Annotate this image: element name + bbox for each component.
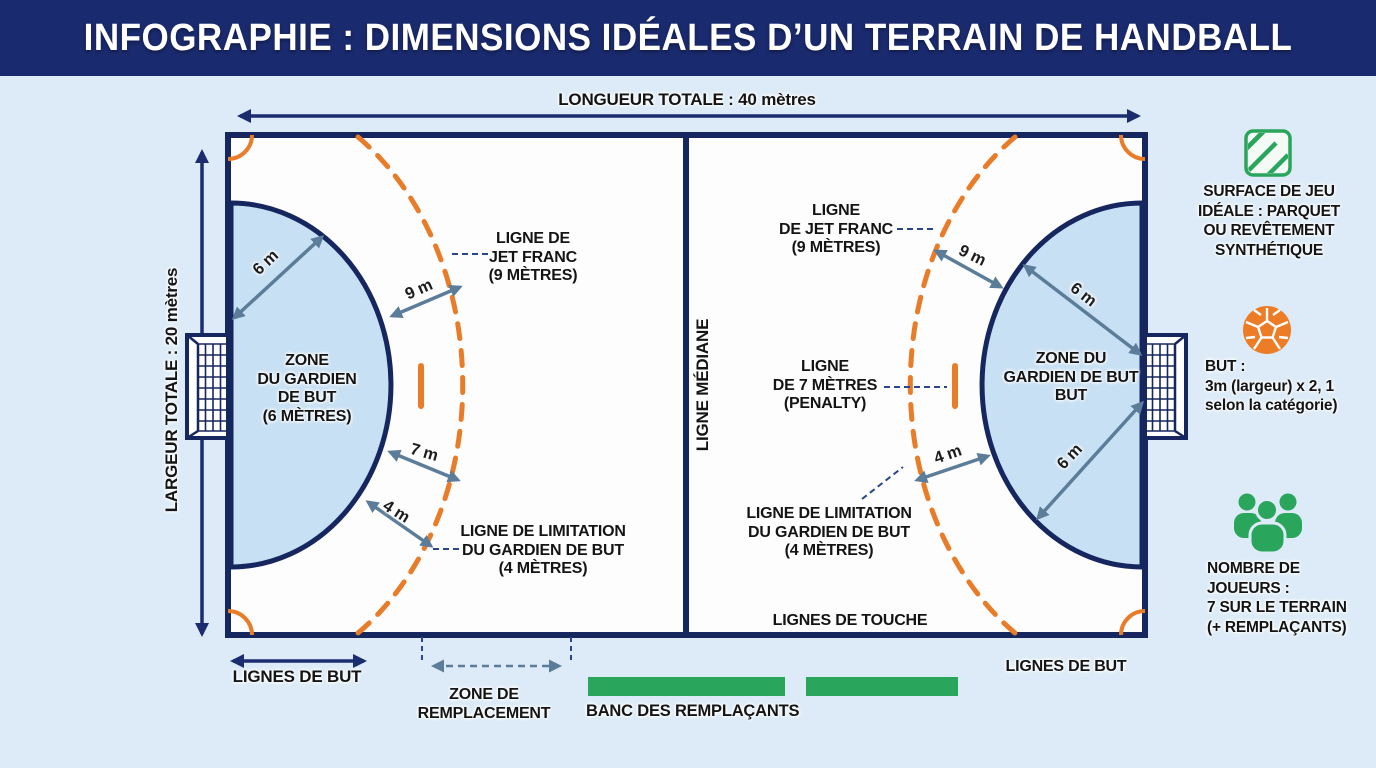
bench-bar-left <box>588 677 785 696</box>
free-throw-label-left: LIGNE DE JET FRANC (9 MÈTRES) <box>488 230 578 285</box>
label-leaders <box>433 228 947 550</box>
goal-lines-label-left: LIGNES DE BUT <box>232 667 362 686</box>
arrow-6m-left <box>231 234 325 321</box>
penalty-label: LIGNE DE 7 MÈTRES (PENALTY) <box>772 358 878 413</box>
arrow-4m-left <box>365 500 434 548</box>
arrow-7m-left <box>387 449 461 483</box>
ball-icon <box>1243 306 1291 354</box>
corner-arc-bottom-right <box>1119 609 1146 636</box>
goal-lines-label-right: LIGNES DE BUT <box>1005 658 1127 675</box>
bench-label: BANC DES REMPLAÇANTS <box>586 702 800 720</box>
measure-arrows <box>231 234 1145 548</box>
arrow-6m-right-top <box>1022 264 1143 356</box>
arrow-9m-left <box>389 284 463 319</box>
goal-left <box>185 333 230 440</box>
goal-zone-label-left: ZONE DU GARDIEN DE BUT (6 MÈTRES) <box>257 352 357 425</box>
arrow-6m-right-bottom <box>1035 400 1145 521</box>
legend-surface-label: SURFACE DE JEU IDÉALE : PARQUET OU REVÊT… <box>1197 183 1341 259</box>
keeper-limit-label-right: LIGNE DE LIMITATION DU GARDIEN DE BUT (4… <box>746 505 912 560</box>
width-label: LARGEUR TOTALE : 20 mètres <box>162 267 181 513</box>
length-label: LONGUEUR TOTALE : 40 mètres <box>558 90 816 109</box>
keeper-limit-label-left: LIGNE DE LIMITATION DU GARDIEN DE BUT (4… <box>460 523 626 578</box>
substitution-zone-label: ZONE DE REMPLACEMENT <box>417 686 551 722</box>
goal-right <box>1143 333 1188 440</box>
substitution-zone-bracket <box>421 637 572 673</box>
page-title: INFOGRAPHIE : DIMENSIONS IDÉALES D’UN TE… <box>83 16 1293 59</box>
free-throw-label-right: LIGNE DE JET FRANC (9 MÈTRES) <box>778 202 894 257</box>
surface-icon <box>1244 129 1292 177</box>
corner-arc-top-right <box>1119 134 1146 161</box>
arrow-4m-right <box>914 453 991 483</box>
goal-zone-label-right: ZONE DU GARDIEN DE BUT BUT <box>1003 350 1139 405</box>
touch-lines-label: LIGNES DE TOUCHE <box>772 612 928 629</box>
median-line-label: LIGNE MÉDIANE <box>693 318 712 452</box>
legend-players-label: NOMBRE DE JOUEURS : 7 SUR LE TERRAIN (+ … <box>1207 560 1347 636</box>
players-icon <box>1234 493 1302 555</box>
bench-bar-right <box>806 677 958 696</box>
corner-arc-bottom-left <box>227 609 254 636</box>
corner-arc-top-left <box>227 134 254 161</box>
free-throw-line-left <box>355 134 466 636</box>
header-banner: INFOGRAPHIE : DIMENSIONS IDÉALES D’UN TE… <box>0 0 1376 76</box>
free-throw-line-right <box>907 134 1018 636</box>
arrow-9m-right <box>933 249 1004 289</box>
legend-goal-label: BUT : 3m (largeur) x 2, 1 selon la catég… <box>1205 358 1338 415</box>
